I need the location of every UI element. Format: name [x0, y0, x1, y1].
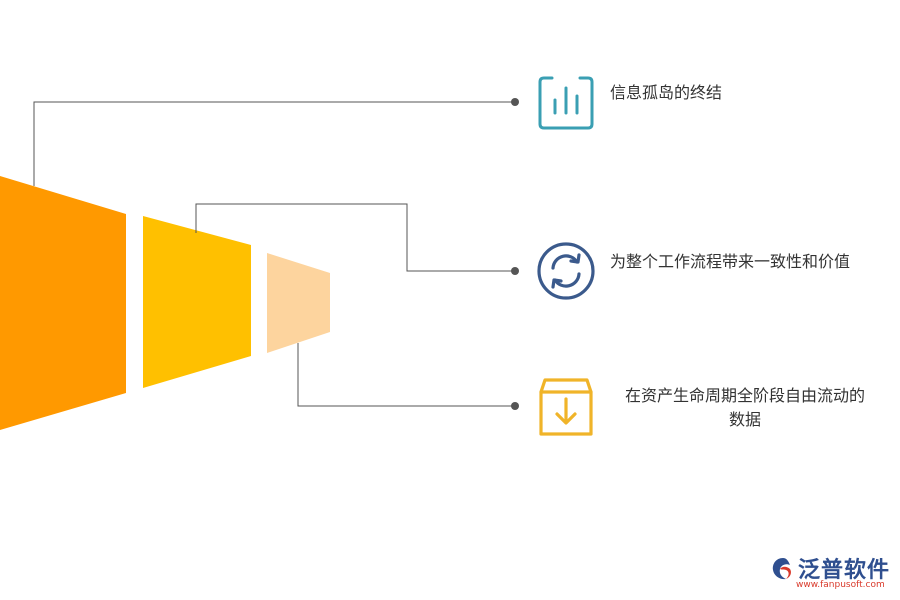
- item-3-label-line1: 在资产生命周期全阶段自由流动的: [624, 386, 865, 405]
- connector-1: [33, 101, 515, 186]
- item-3-label: 在资产生命周期全阶段自由流动的 数据: [610, 384, 880, 432]
- logo-mark-icon: [772, 558, 791, 580]
- funnel-segment-3: [267, 253, 330, 353]
- item-2-label: 为整个工作流程带来一致性和价值: [610, 252, 851, 271]
- logo-name: 泛普软件: [798, 558, 891, 583]
- bar-chart-icon: [538, 76, 594, 130]
- logo-url: www.fanpusoft.com: [796, 580, 885, 590]
- connector-2: [195, 203, 515, 272]
- connector-3-dot: [511, 402, 519, 410]
- connector-1-dot: [511, 98, 519, 106]
- item-1-label: 信息孤岛的终结: [610, 83, 723, 102]
- refresh-icon: [537, 242, 595, 300]
- connector-2-dot: [511, 267, 519, 275]
- funnel-segment-1: [0, 176, 126, 430]
- download-box-icon: [539, 378, 593, 436]
- connector-3: [297, 343, 515, 407]
- brand-logo: 泛普软件 www.fanpusoft.com: [770, 552, 895, 592]
- item-3-label-line2: 数据: [728, 410, 761, 429]
- funnel-segment-2: [143, 216, 251, 388]
